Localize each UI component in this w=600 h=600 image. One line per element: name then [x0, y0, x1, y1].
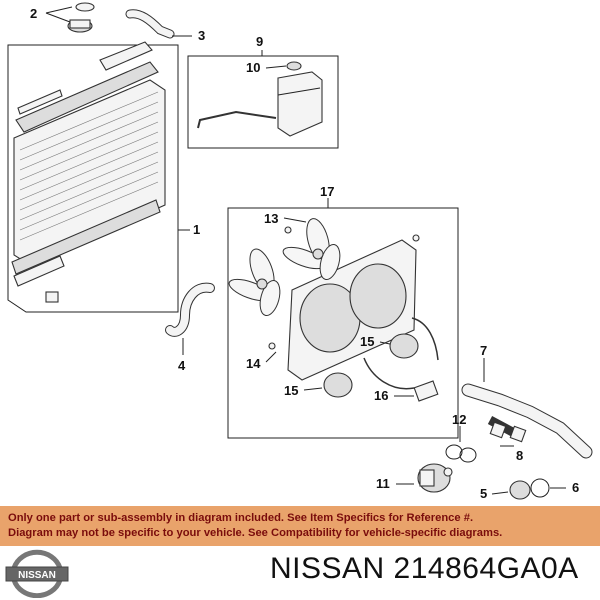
callout-10: 10 [246, 60, 260, 75]
radiator-group [7, 41, 179, 313]
thermostat-housing [417, 463, 453, 493]
parts-diagram: 2 3 1 4 9 10 [7, 2, 593, 501]
callout-14: 14 [246, 356, 261, 371]
callout-5: 5 [480, 486, 487, 501]
callout-15a: 15 [360, 334, 374, 349]
notice-line-2: Diagram may not be specific to your vehi… [8, 527, 503, 539]
o-rings [445, 444, 477, 463]
callout-7: 7 [480, 343, 487, 358]
thermostat [509, 478, 550, 500]
callout-9: 9 [256, 34, 263, 49]
part-number: NISSAN 214864GA0A [270, 552, 579, 585]
callout-8: 8 [516, 448, 523, 463]
callout-16: 16 [374, 388, 388, 403]
callout-1: 1 [193, 222, 200, 237]
callout-4: 4 [178, 358, 186, 373]
callout-15b: 15 [284, 383, 298, 398]
nissan-logo: NISSAN [5, 549, 69, 598]
callout-3: 3 [198, 28, 205, 43]
callout-17: 17 [320, 184, 334, 199]
callout-13: 13 [264, 211, 278, 226]
notice-banner: Only one part or sub-assembly in diagram… [0, 506, 600, 546]
logo-text: NISSAN [18, 570, 56, 581]
callout-11: 11 [376, 476, 390, 491]
fan-shroud-group [227, 207, 459, 439]
water-pipe-group [461, 383, 593, 459]
callout-2: 2 [30, 6, 37, 21]
callout-12: 12 [452, 412, 466, 427]
notice-line-1: Only one part or sub-assembly in diagram… [8, 512, 474, 524]
callout-6: 6 [572, 480, 579, 495]
reservoir-group [187, 55, 339, 149]
radiator-cap [67, 2, 95, 33]
